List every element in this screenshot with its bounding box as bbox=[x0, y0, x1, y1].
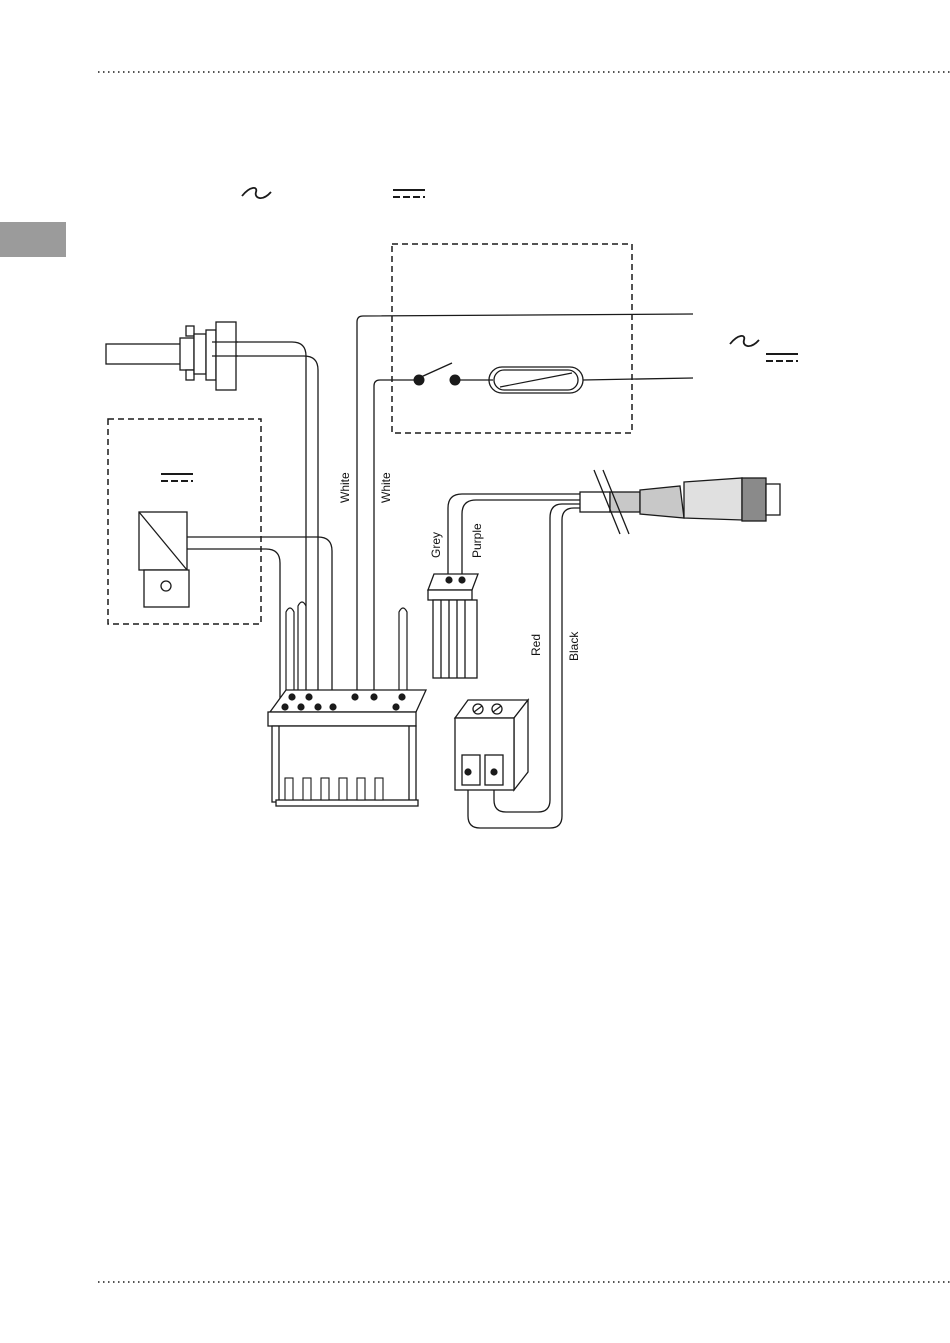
ac-tilde-icon bbox=[730, 336, 759, 346]
small-connector bbox=[428, 574, 478, 678]
wire-label-purple: Purple bbox=[470, 523, 484, 558]
relay-enclosure bbox=[392, 244, 632, 433]
switch-blade bbox=[421, 363, 452, 377]
loop-wire bbox=[286, 608, 294, 700]
loop-wire bbox=[399, 608, 407, 700]
switch-lead bbox=[374, 380, 418, 698]
reed-relay-contact bbox=[500, 373, 572, 387]
dc-line-icon bbox=[161, 474, 193, 481]
ac-tilde-icon bbox=[242, 188, 271, 198]
screw-terminal bbox=[455, 700, 528, 790]
wire-label-grey: Grey bbox=[429, 532, 443, 558]
photo-sensor bbox=[139, 512, 189, 607]
cable-sheath bbox=[580, 478, 780, 521]
probe-wire-1 bbox=[236, 342, 306, 700]
probe-sensor bbox=[106, 322, 238, 390]
output-line-bottom bbox=[583, 378, 693, 380]
dc-line-icon bbox=[766, 354, 798, 361]
section-tab bbox=[0, 222, 66, 257]
wire-label-white-1: White bbox=[338, 472, 352, 503]
dc-line-icon bbox=[393, 190, 425, 197]
wire-label-black: Black bbox=[567, 631, 581, 661]
wire-label-red: Red bbox=[529, 634, 543, 656]
sensor-wire-1 bbox=[187, 537, 332, 700]
wire-label-white-2: White bbox=[379, 472, 393, 503]
loop-wire bbox=[298, 602, 306, 700]
